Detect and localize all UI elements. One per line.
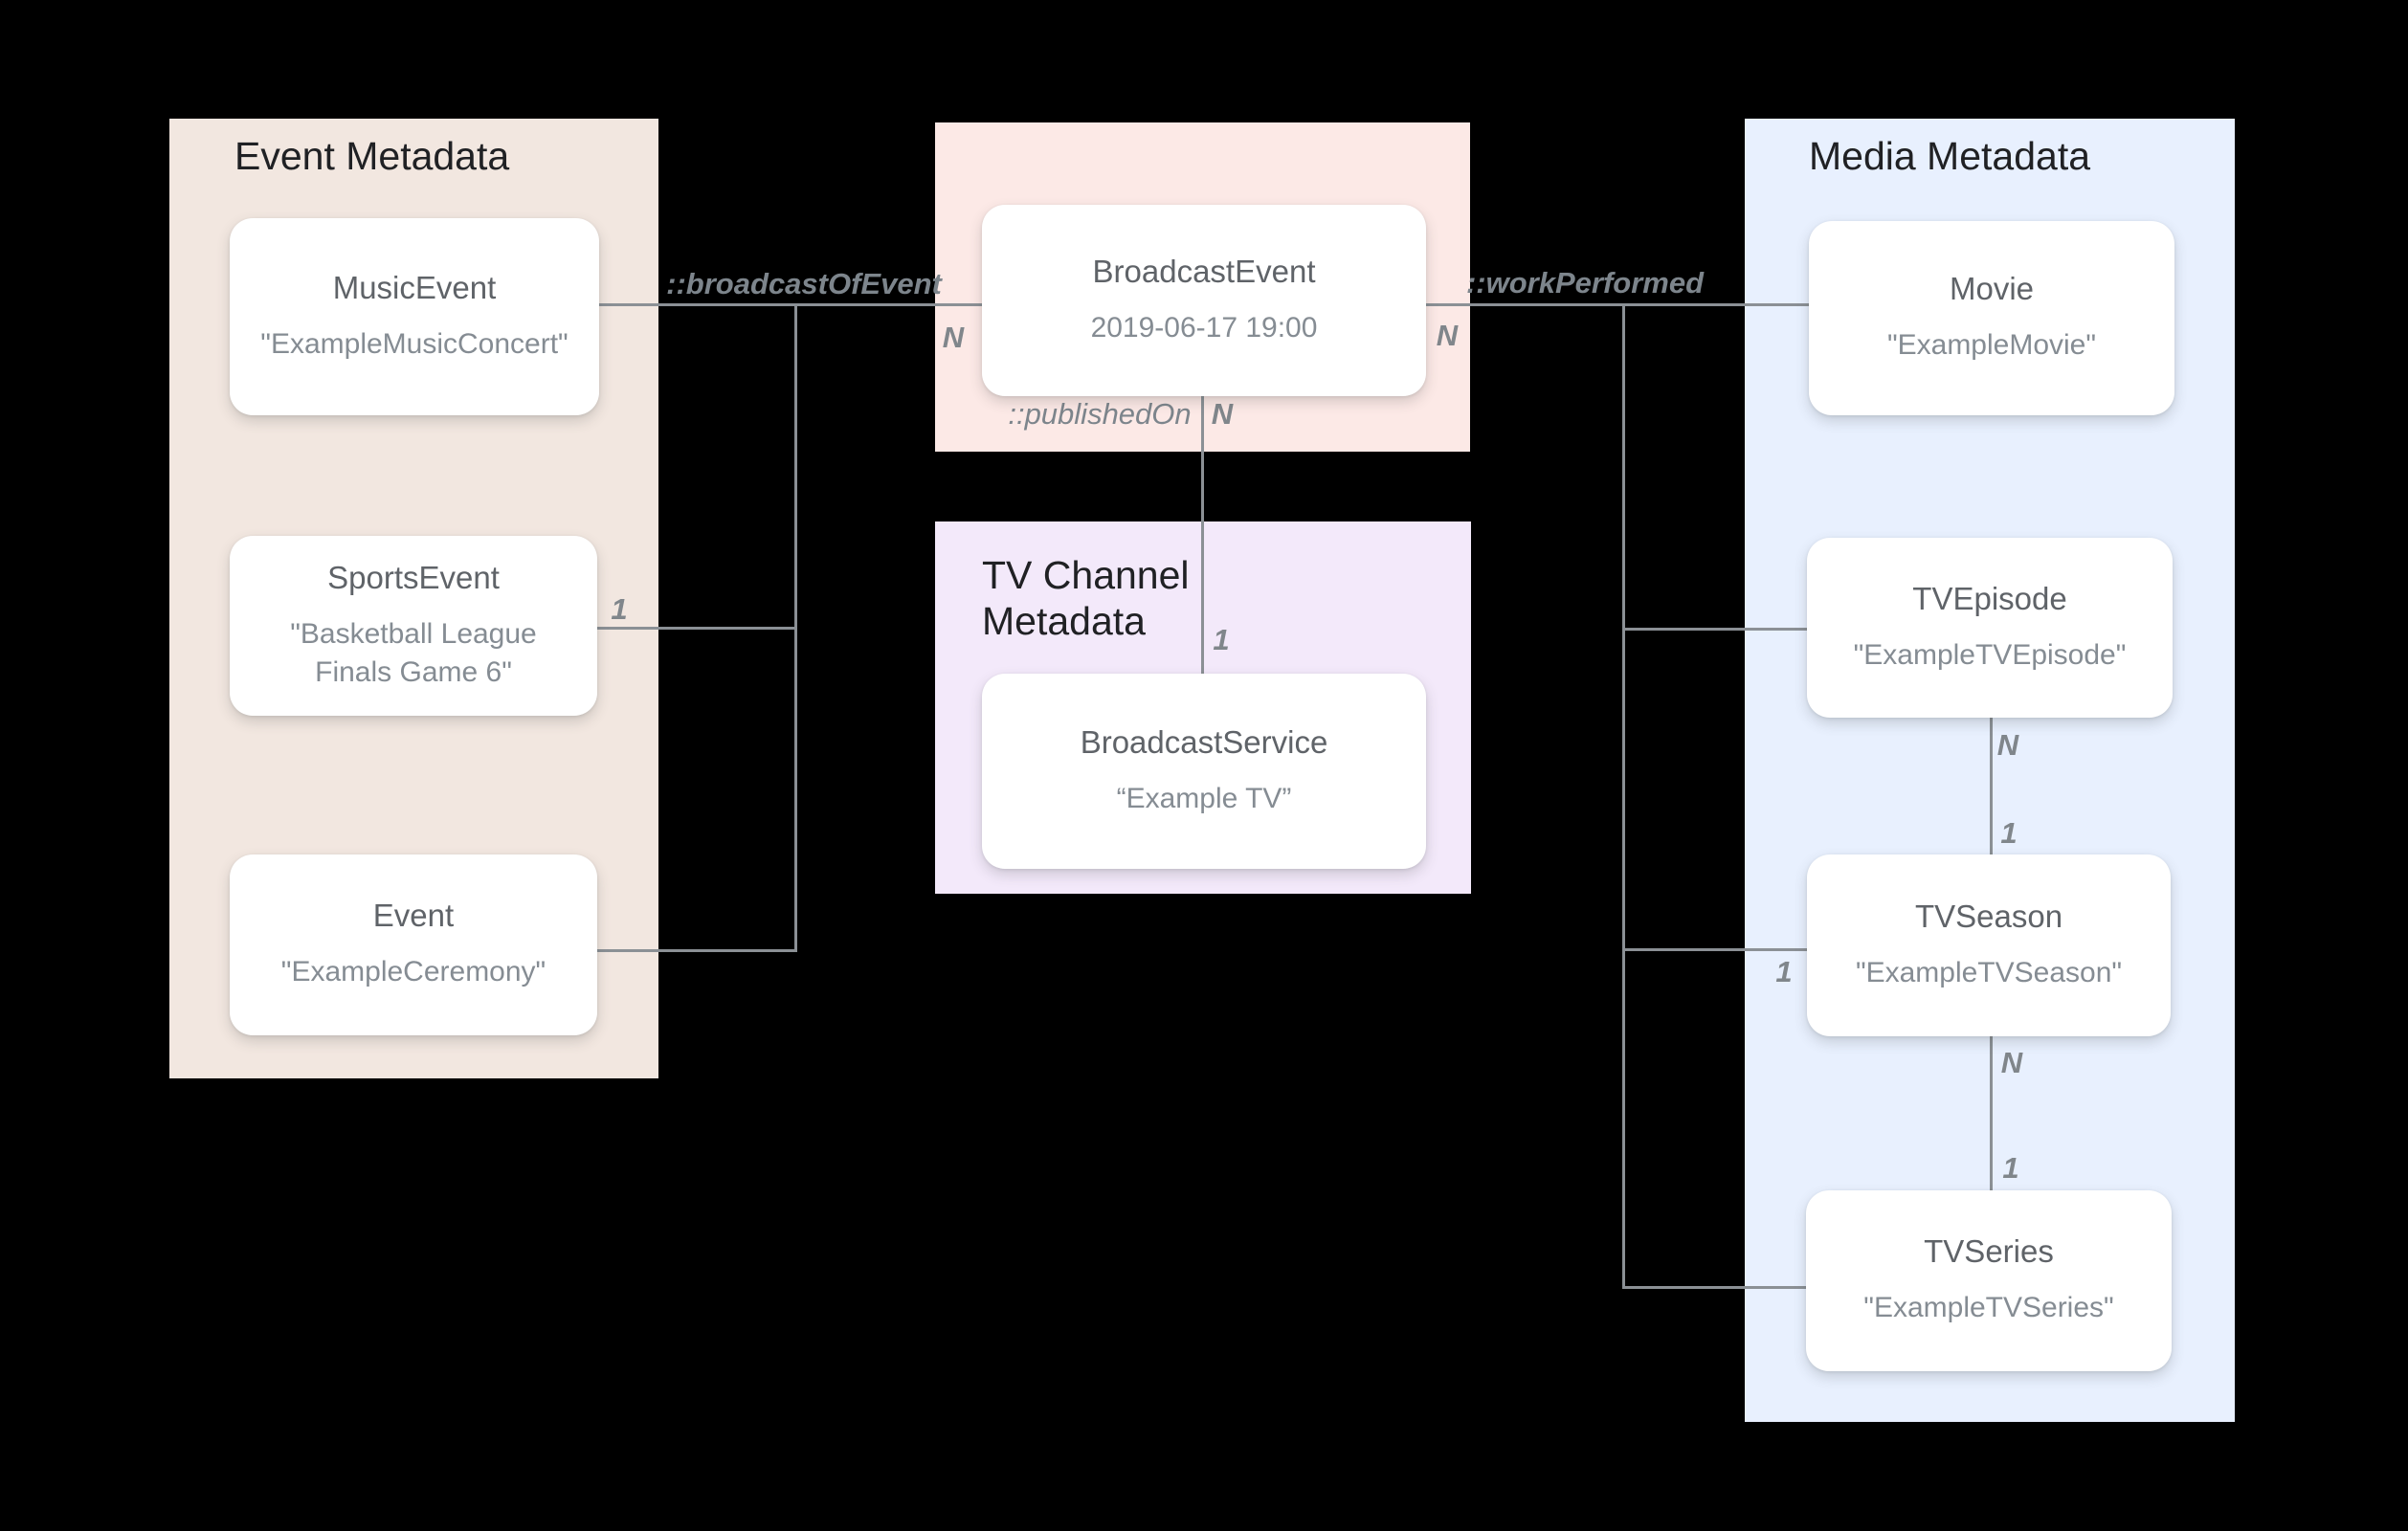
edge-label-broadcastofevent: ::broadcastOfEvent <box>666 267 942 300</box>
connector-media-trunk-vertical <box>1622 303 1625 1289</box>
edge-label-workperformed: ::workPerformed <box>1465 266 1705 300</box>
movie-example: "ExampleMovie" <box>1886 329 2097 362</box>
edge-label-publishedon: ::publishedOn <box>1008 397 1192 431</box>
connector-tvseries-stub <box>1623 1286 1807 1289</box>
musicevent-card: MusicEvent "ExampleMusicConcert" <box>230 218 599 415</box>
broadcastevent-card: BroadcastEvent 2019-06-17 19:00 <box>982 205 1426 396</box>
cardinality-season-series-1: 1 <box>2002 1151 2019 1185</box>
broadcastservice-title: BroadcastService <box>1080 723 1328 760</box>
tvseries-title: TVSeries <box>1924 1233 2054 1270</box>
broadcastevent-datetime: 2019-06-17 19:00 <box>1090 311 1318 344</box>
tvepisode-title: TVEpisode <box>1912 580 2067 616</box>
connector-tvseason-tvseries <box>1990 1035 1993 1192</box>
event-metadata-title: Event Metadata <box>234 134 510 178</box>
sportsevent-title: SportsEvent <box>327 559 500 595</box>
cardinality-episode-season-n: N <box>1996 728 2019 762</box>
tvseries-example: "ExampleTVSeries" <box>1863 1292 2114 1324</box>
tvseason-card: TVSeason "ExampleTVSeason" <box>1807 854 2171 1036</box>
media-metadata-title: Media Metadata <box>1809 134 2091 178</box>
tv-channel-metadata-title: TV Channel Metadata <box>982 553 1190 643</box>
musicevent-example: "ExampleMusicConcert" <box>260 327 569 360</box>
cardinality-season-series-n: N <box>2000 1046 2023 1079</box>
broadcastevent-title: BroadcastEvent <box>1092 253 1316 289</box>
connector-tvseason-stub <box>1623 948 1807 951</box>
tvseries-card: TVSeries "ExampleTVSeries" <box>1806 1190 2172 1371</box>
tvseason-example: "ExampleTVSeason" <box>1855 956 2123 988</box>
cardinality-publishedon-1: 1 <box>1213 623 1230 656</box>
connector-tvepisode-tvseason <box>1990 718 1993 856</box>
tvseason-title: TVSeason <box>1914 898 2063 934</box>
connector-broadcastevent-movie <box>1426 303 1809 306</box>
event-example: "ExampleCeremony" <box>280 956 546 988</box>
connector-event-stub <box>596 949 797 952</box>
event-title: Event <box>372 898 455 934</box>
tvepisode-card: TVEpisode "ExampleTVEpisode" <box>1807 538 2173 718</box>
connector-musicevent-broadcastevent <box>598 303 982 306</box>
movie-card: Movie "ExampleMovie" <box>1809 221 2174 415</box>
cardinality-publishedon-n: N <box>1211 397 1234 431</box>
cardinality-tvseason-1: 1 <box>1775 955 1793 988</box>
connector-publishedon-vertical <box>1201 396 1204 676</box>
cardinality-episode-season-1: 1 <box>2000 816 2018 850</box>
movie-title: Movie <box>1949 271 2035 307</box>
cardinality-workperformed-n: N <box>1436 319 1459 352</box>
broadcastservice-card: BroadcastService “Example TV” <box>982 674 1426 869</box>
event-card: Event "ExampleCeremony" <box>230 854 597 1035</box>
sportsevent-card: SportsEvent "Basketball League Finals Ga… <box>230 536 597 716</box>
sportsevent-example: "Basketball League Finals Game 6" <box>290 617 537 689</box>
tvepisode-example: "ExampleTVEpisode" <box>1853 638 2127 671</box>
connector-sportsevent-stub <box>596 627 797 630</box>
broadcastservice-example: “Example TV” <box>1116 782 1292 814</box>
connector-tvepisode-stub <box>1623 628 1807 631</box>
musicevent-title: MusicEvent <box>332 269 497 305</box>
cardinality-sportsevent-1: 1 <box>611 592 628 626</box>
cardinality-broadcastofevent-n: N <box>942 321 965 354</box>
